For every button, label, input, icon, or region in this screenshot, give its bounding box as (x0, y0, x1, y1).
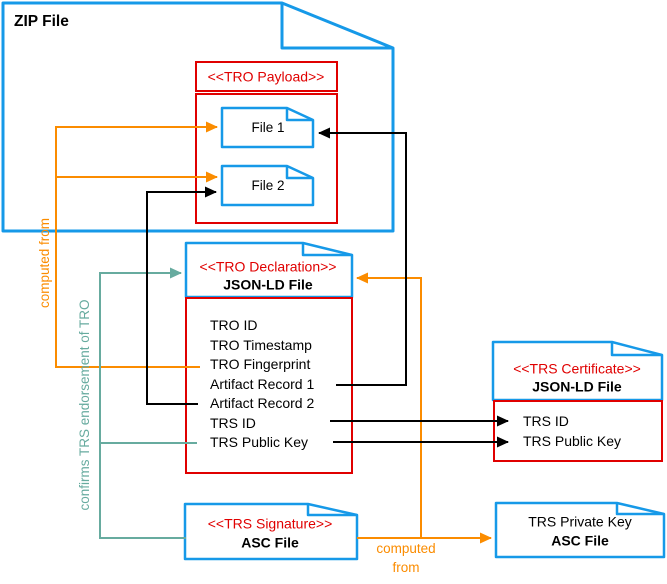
edge-artifact2-to-file2 (146, 186, 217, 405)
tro-declaration-shape (184, 241, 354, 299)
cert-field-trs-public-key: TRS Public Key (523, 433, 622, 449)
tro-payload-stereotype: <<TRO Payload>> (207, 68, 325, 85)
tro-declaration-file-type: JSON-LD File (223, 276, 313, 293)
trs-signature-file-type: ASC File (241, 534, 299, 551)
edge-fingerprint-to-file1 (55, 121, 218, 368)
trs-signature-stereotype: <<TRS Signature>> (207, 515, 333, 532)
cert-field-trs-id: TRS ID (523, 413, 569, 429)
file2-fold-icon (285, 166, 313, 180)
field-artifact-record-2: Artifact Record 2 (210, 395, 315, 411)
trs-private-key-shape (494, 501, 666, 559)
edge-label-computed-from-left: computed from (36, 217, 52, 309)
tro-declaration-field-list: TRO ID TRO Timestamp TRO Fingerprint Art… (210, 316, 314, 453)
trs-certificate-field-list: TRS ID TRS Public Key (523, 411, 621, 451)
zip-file-label: ZIP File (14, 13, 69, 30)
field-trs-id: TRS ID (210, 414, 256, 431)
trs-certificate-shape (491, 340, 664, 402)
trs-certificate-file-type: JSON-LD File (532, 378, 622, 395)
edge-label-confirms-endorsement: confirms TRS endorsement of TRO (76, 299, 92, 511)
edge-signature-to-declaration (356, 272, 422, 538)
edge-signature-confirms-declaration (99, 267, 186, 539)
file1-label: File 1 (251, 119, 285, 135)
tro-declaration-fields-box (185, 297, 353, 474)
tro-payload-header-box (195, 61, 338, 92)
field-tro-timestamp: TRO Timestamp (210, 336, 312, 353)
trs-private-key-title: TRS Private Key (528, 513, 632, 530)
file2-label: File 2 (251, 177, 285, 193)
tro-declaration-stereotype: <<TRO Declaration>> (199, 258, 337, 275)
field-artifact-record-1: Artifact Record 1 (210, 375, 315, 392)
trs-private-key-file-type: ASC File (551, 532, 609, 549)
file1-shape (220, 106, 315, 149)
trs-signature-fold-icon (306, 504, 357, 517)
file1-fold-icon (285, 108, 313, 122)
zip-file-fold-icon (280, 3, 393, 50)
trs-certificate-fields-box (493, 400, 663, 462)
tro-declaration-fold-icon (301, 243, 352, 257)
edge-artifact1-to-file1 (318, 127, 407, 386)
edge-label-computed-from-bottom: computed from (376, 541, 436, 575)
file2-shape (220, 164, 315, 207)
field-tro-fingerprint: TRO Fingerprint (210, 356, 311, 372)
field-tro-id: TRO ID (210, 317, 258, 333)
trs-certificate-fold-icon (610, 342, 662, 357)
trs-certificate-stereotype: <<TRS Certificate>> (513, 360, 641, 377)
field-trs-public-key: TRS Public Key (210, 434, 309, 450)
trs-private-key-fold-icon (615, 503, 664, 516)
